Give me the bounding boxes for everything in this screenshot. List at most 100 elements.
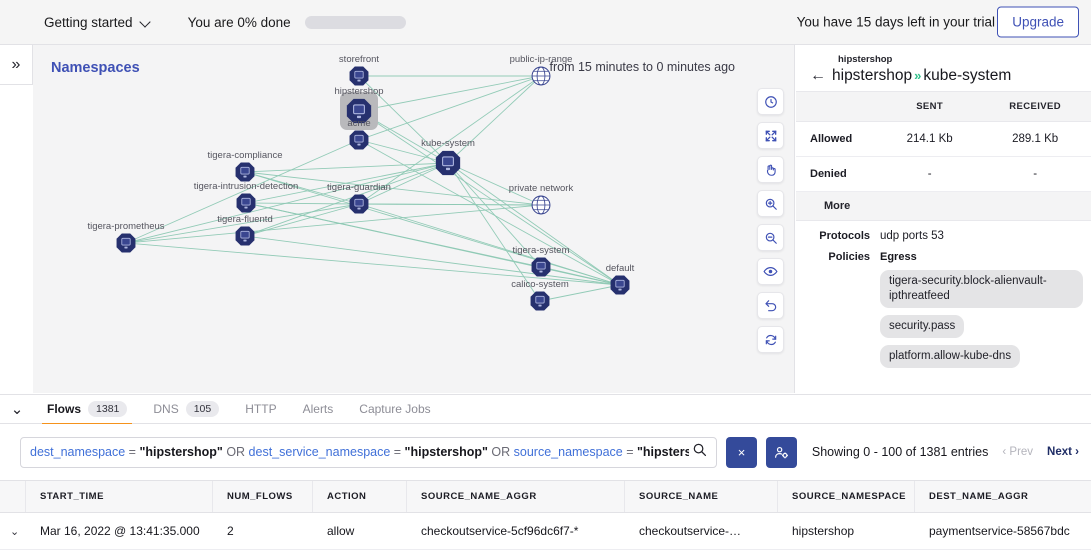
flow-detail-panel: hipstershop ← hipstershop»kube-system SE… [796,45,1091,393]
query-token: "hipstershop" [405,445,488,459]
graph-node-calico-system[interactable] [530,291,551,312]
col-source_name_aggr[interactable]: SOURCE_NAME_AGGR [407,481,625,512]
table-header-row: SENT RECEIVED [796,92,1091,122]
graph-node-acme[interactable] [349,130,370,151]
col-received: RECEIVED [979,92,1091,122]
protocols-value: udp ports 53 [880,230,944,242]
graph-node-storefront[interactable] [349,66,370,87]
query-token: OR [488,445,514,459]
double-chevron-down-icon[interactable]: ⌄ [0,400,34,418]
progress-label: You are 0% done [188,15,291,30]
query-token: = [623,445,637,459]
col-dest_name_aggr[interactable]: DEST_NAME_AGGR [915,481,1091,512]
tab-label: Capture Jobs [359,402,430,416]
graph-node-kube-system[interactable] [435,150,462,177]
flows-data-table[interactable]: START_TIMENUM_FLOWSACTIONSOURCE_NAME_AGG… [0,480,1091,551]
top-bar: Getting started You are 0% done You have… [0,0,1091,45]
policy-list: tigera-security.block-alienvault-ipthrea… [880,270,1091,368]
sidebar-expand-button[interactable]: » [0,45,33,85]
search-input[interactable]: dest_namespace = "hipstershop" OR dest_s… [20,437,717,468]
refresh-icon[interactable] [757,326,784,353]
prev-page-button[interactable]: ‹ Prev [1002,446,1033,458]
graph-node-public-ip-range[interactable] [531,66,552,87]
table-row: Allowed 214.1 Kb 289.1 Kb [796,122,1091,157]
tab-dns[interactable]: DNS 105 [140,394,232,424]
expand-icon[interactable] [757,122,784,149]
eye-icon[interactable] [757,258,784,285]
denied-sent: - [880,157,979,192]
upgrade-button[interactable]: Upgrade [997,7,1079,38]
policy-pill[interactable]: security.pass [880,315,964,338]
back-arrow-icon[interactable]: ← [810,68,832,84]
more-section-header[interactable]: More [796,192,1091,221]
tab-capture-jobs[interactable]: Capture Jobs [346,394,443,424]
graph-node-private-network[interactable] [531,195,552,216]
tab-label: DNS [153,402,178,416]
search-query-text: dest_namespace = "hipstershop" OR dest_s… [30,445,689,459]
clock-icon[interactable] [757,88,784,115]
query-token: OR [223,445,249,459]
detail-title: hipstershop»kube-system [832,67,1011,85]
close-icon: × [738,445,746,460]
cell-action: allow [313,524,407,538]
allowed-received: 289.1 Kb [979,122,1091,157]
flow-direction-icon: » [912,68,923,83]
detail-title-from: hipstershop [832,67,912,84]
detail-header: hipstershop ← hipstershop»kube-system [796,45,1091,91]
onboarding-progress-bar [305,16,406,29]
chevron-down-icon: ⌄ [10,525,19,538]
zoom-out-icon[interactable] [757,224,784,251]
policy-pill[interactable]: tigera-security.block-alienvault-ipthrea… [880,270,1083,308]
col-num_flows[interactable]: NUM_FLOWS [213,481,313,512]
col-action[interactable]: ACTION [313,481,407,512]
query-token: "hipstershop" [139,445,222,459]
magnifier-icon[interactable] [692,442,707,462]
clear-search-button[interactable]: × [726,437,757,468]
service-graph-panel[interactable]: Namespaces from 15 minutes to 0 minutes … [33,45,795,393]
policy-pill[interactable]: platform.allow-kube-dns [880,345,1020,368]
table-row[interactable]: ⌄Mar 16, 2022 @ 13:41:35.0002allowchecko… [0,513,1091,550]
col-source_name[interactable]: SOURCE_NAME [625,481,778,512]
graph-node-tigera-compliance[interactable] [235,162,256,183]
graph-node-tigera-intrusion-detection[interactable] [236,193,257,214]
tab-http[interactable]: HTTP [232,394,289,424]
graph-node-tigera-prometheus[interactable] [116,233,137,254]
hand-icon[interactable] [757,156,784,183]
col-sent: SENT [880,92,979,122]
cell-dest-name-aggr: paymentservice-58567bdc [915,524,1091,538]
detail-title-to: kube-system [923,67,1011,84]
user-settings-button[interactable] [766,437,797,468]
protocols-label: Protocols [796,230,880,242]
undo-icon[interactable] [757,292,784,319]
graph-node-tigera-system[interactable] [531,257,552,278]
query-token: "hipstershop" [637,445,689,459]
graph-node-default[interactable] [610,275,631,296]
tab-badge: 105 [186,401,220,417]
graph-node-hipstershop[interactable] [346,98,373,125]
tab-label: Alerts [303,402,334,416]
getting-started-menu[interactable]: Getting started [44,15,152,30]
protocols-row: Protocols udp ports 53 [796,221,1091,242]
row-label-denied: Denied [796,157,880,192]
col-source_namespace[interactable]: SOURCE_NAMESPACE [778,481,915,512]
trial-status-text: You have 15 days left in your trial [797,15,995,30]
next-page-button[interactable]: Next › [1047,446,1079,458]
col-start_time[interactable]: START_TIME [26,481,213,512]
col-blank [796,92,880,122]
tab-alerts[interactable]: Alerts [290,394,347,424]
graph-node-tigera-guardian[interactable] [349,194,370,215]
policies-label: Policies [796,251,880,368]
tab-flows[interactable]: Flows 1381 [34,394,140,424]
tab-badge: 1381 [88,401,127,417]
cell-source-name: checkoutservice-… [625,524,778,538]
table-row: Denied - - [796,157,1091,192]
detail-eyebrow: hipstershop [838,54,1091,65]
zoom-in-icon[interactable] [757,190,784,217]
tab-label: Flows [47,402,81,416]
chevron-down-icon [141,17,152,28]
policies-row: Policies Egress tigera-security.block-al… [796,242,1091,368]
expand-row-button[interactable]: ⌄ [0,525,26,538]
policies-values: Egress tigera-security.block-alienvault-… [880,251,1091,368]
graph-node-tigera-fluentd[interactable] [235,226,256,247]
graph-toolbar[interactable] [757,88,784,353]
